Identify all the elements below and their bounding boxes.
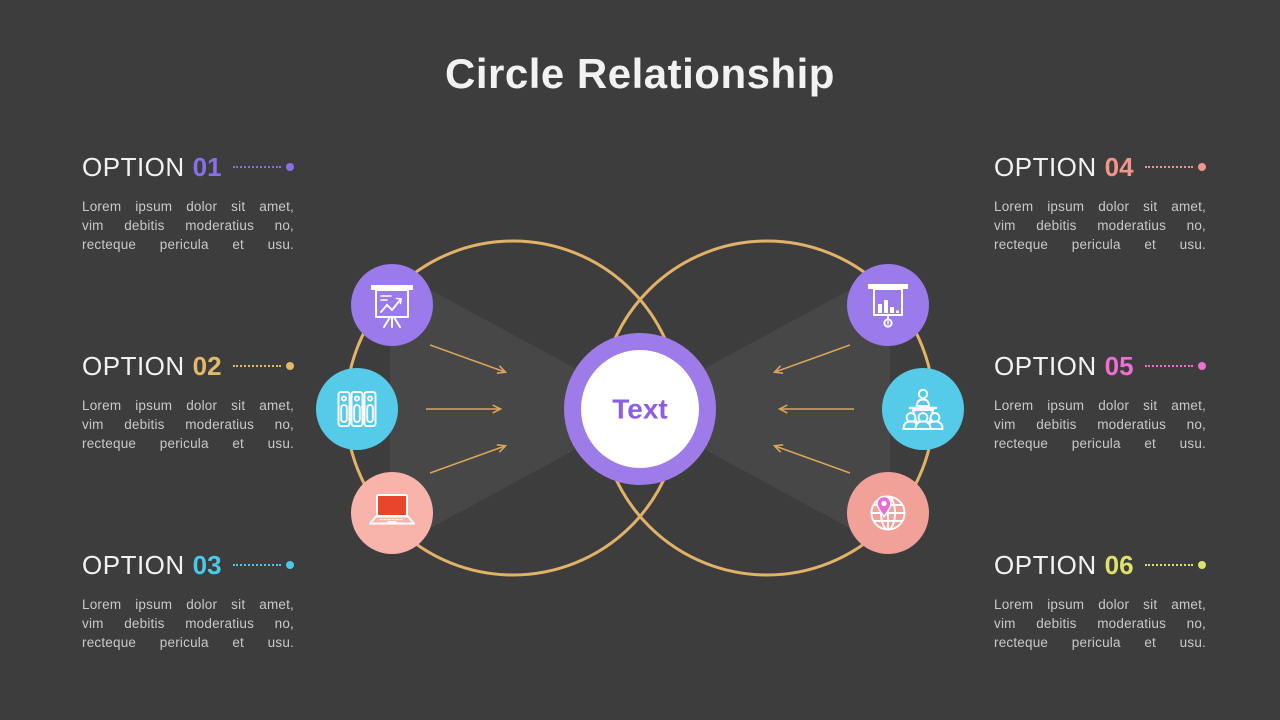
- flipchart-line-chart-icon: [351, 264, 433, 346]
- arrow-right-top: [775, 344, 851, 372]
- option-block-03: OPTION 03 Lorem ipsum dolor sit amet, vi…: [82, 548, 294, 652]
- option-01-body: Lorem ipsum dolor sit amet, vim debitis …: [82, 199, 294, 252]
- option-block-06: OPTION 06 Lorem ipsum dolor sit amet, vi…: [994, 548, 1206, 652]
- archive-binders-icon: [316, 368, 398, 450]
- option-04-label: OPTION 04: [994, 150, 1206, 184]
- center-node: Text: [564, 333, 716, 485]
- leader-dot: [1198, 362, 1206, 370]
- right-beam: [630, 268, 890, 550]
- option-03-number: 03: [192, 550, 222, 580]
- option-05-label: OPTION 05: [994, 349, 1206, 383]
- dotted-leader: [1144, 166, 1193, 168]
- leader-dot: [1198, 163, 1206, 171]
- option-05-number: 05: [1104, 351, 1134, 381]
- option-06-prefix: OPTION: [994, 550, 1097, 580]
- option-02-number: 02: [192, 351, 222, 381]
- option-01-number: 01: [192, 152, 222, 182]
- option-01-label: OPTION 01: [82, 150, 294, 184]
- option-04-body: Lorem ipsum dolor sit amet, vim debitis …: [994, 199, 1206, 252]
- option-06-label: OPTION 06: [994, 548, 1206, 582]
- speaker-podium-audience-icon: [882, 368, 964, 450]
- option-04-number: 04: [1104, 152, 1134, 182]
- leader-dot: [1198, 561, 1206, 569]
- arrow-left-top: [429, 344, 505, 372]
- option-03-label: OPTION 03: [82, 548, 294, 582]
- option-03-prefix: OPTION: [82, 550, 185, 580]
- option-02-prefix: OPTION: [82, 351, 185, 381]
- option-01-prefix: OPTION: [82, 152, 185, 182]
- option-02-body: Lorem ipsum dolor sit amet, vim debitis …: [82, 398, 294, 451]
- option-block-02: OPTION 02 Lorem ipsum dolor sit amet, vi…: [82, 349, 294, 453]
- option-05-prefix: OPTION: [994, 351, 1097, 381]
- laptop-icon: [351, 472, 433, 554]
- center-label: Text: [612, 394, 668, 425]
- option-block-01: OPTION 01 Lorem ipsum dolor sit amet, vi…: [82, 150, 294, 254]
- page-title: Circle Relationship: [445, 50, 835, 97]
- dotted-leader: [232, 365, 281, 367]
- arrow-right-bottom: [775, 446, 851, 474]
- option-03-body: Lorem ipsum dolor sit amet, vim debitis …: [82, 597, 294, 650]
- leader-dot: [286, 163, 294, 171]
- option-05-body: Lorem ipsum dolor sit amet, vim debitis …: [994, 398, 1206, 451]
- arrow-left-bottom: [429, 446, 505, 474]
- option-block-04: OPTION 04 Lorem ipsum dolor sit amet, vi…: [994, 150, 1206, 254]
- projector-screen-bar-chart-icon: [847, 264, 929, 346]
- dotted-leader: [232, 166, 281, 168]
- leader-dot: [286, 561, 294, 569]
- option-block-05: OPTION 05 Lorem ipsum dolor sit amet, vi…: [994, 349, 1206, 453]
- left-beam: [390, 268, 650, 550]
- globe-location-pin-icon: [847, 472, 929, 554]
- option-06-number: 06: [1104, 550, 1134, 580]
- dotted-leader: [232, 564, 281, 566]
- arrows-group: [426, 344, 854, 474]
- dotted-leader: [1144, 365, 1193, 367]
- dotted-leader: [1144, 564, 1193, 566]
- option-02-label: OPTION 02: [82, 349, 294, 383]
- option-06-body: Lorem ipsum dolor sit amet, vim debitis …: [994, 597, 1206, 650]
- leader-dot: [286, 362, 294, 370]
- option-04-prefix: OPTION: [994, 152, 1097, 182]
